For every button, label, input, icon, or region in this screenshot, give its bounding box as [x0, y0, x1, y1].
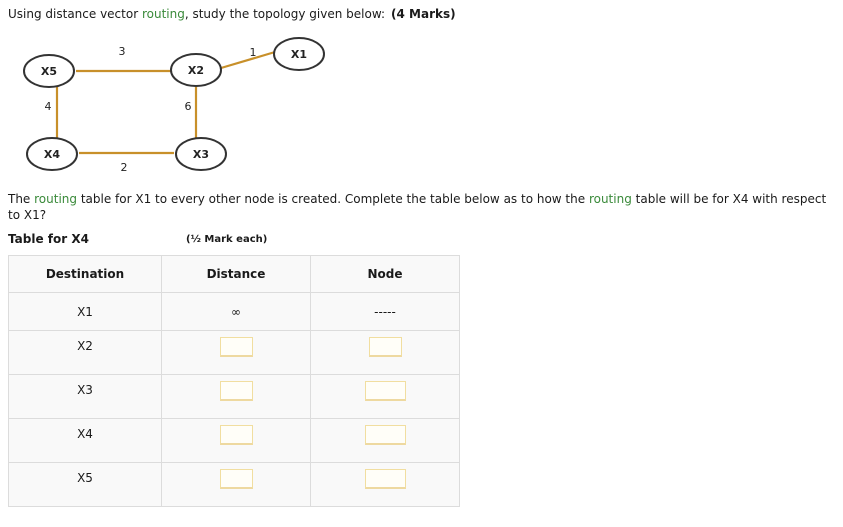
node-input[interactable] — [364, 469, 406, 489]
distance-cell: ∞ — [161, 292, 311, 331]
node-label: X5 — [41, 65, 57, 78]
network-topology-diagram: X5 X2 X1 X4 X3 3 1 4 6 2 — [23, 37, 325, 174]
routing-table: Destination Distance Node X1 ∞ ----- X2 … — [8, 255, 460, 507]
routing-link[interactable]: routing — [34, 192, 78, 206]
header-destination: Destination — [8, 255, 162, 293]
edge-x2-x1 — [220, 50, 276, 70]
node-label: X4 — [44, 148, 60, 161]
node-input[interactable] — [364, 381, 406, 401]
distance-input[interactable] — [219, 425, 253, 445]
distance-input[interactable] — [219, 469, 253, 489]
node-label: X1 — [291, 48, 307, 61]
distance-cell — [161, 462, 311, 507]
table-title: Table for X4 — [8, 232, 89, 246]
node-x3 — [175, 137, 227, 171]
destination-cell: X5 — [8, 462, 162, 507]
node-label: X3 — [193, 148, 209, 161]
node-x2 — [170, 53, 222, 87]
destination-cell: X3 — [8, 374, 162, 419]
node-cell — [310, 418, 460, 463]
destination-cell: X2 — [8, 330, 162, 375]
node-input[interactable] — [368, 337, 402, 357]
destination-cell: X1 — [8, 292, 162, 331]
distance-cell — [161, 374, 311, 419]
distance-input[interactable] — [219, 381, 253, 401]
table-row: X3 — [8, 374, 460, 419]
edge-cost: 2 — [121, 161, 128, 174]
edge-cost: 4 — [45, 100, 52, 113]
destination-cell: X4 — [8, 418, 162, 463]
node-cell — [310, 374, 460, 419]
mark-note: (½ Mark each) — [186, 234, 268, 245]
distance-cell — [161, 330, 311, 375]
edge-cost: 6 — [185, 100, 192, 113]
table-row: X2 — [8, 330, 460, 375]
node-label: X2 — [188, 64, 204, 77]
table-row: X1 ∞ ----- — [8, 292, 460, 331]
question-text: The routing table for X1 to every other … — [8, 191, 836, 223]
header-distance: Distance — [161, 255, 311, 293]
intro-prefix: Using distance vector — [8, 7, 142, 21]
intro-suffix: , study the topology given below: — [184, 7, 386, 21]
distance-input[interactable] — [219, 337, 253, 357]
header-node: Node — [310, 255, 460, 293]
node-input[interactable] — [364, 425, 406, 445]
routing-link[interactable]: routing — [141, 7, 185, 21]
question-part: table will be for X4 with respect to X1? — [8, 192, 827, 222]
edge-cost: 1 — [250, 46, 257, 59]
node-x1 — [273, 37, 325, 71]
node-cell — [310, 462, 460, 507]
question-part: table for X1 to every other node is crea… — [77, 192, 589, 206]
question-part: The — [8, 192, 35, 206]
marks-label: (4 Marks) — [391, 7, 456, 21]
node-x4 — [26, 137, 78, 171]
table-header-row: Destination Distance Node — [8, 255, 460, 293]
intro-text: Using distance vector routing, study the… — [8, 6, 456, 22]
node-cell: ----- — [310, 292, 460, 331]
node-cell — [310, 330, 460, 375]
table-row: X5 — [8, 462, 460, 507]
table-row: X4 — [8, 418, 460, 463]
node-x5 — [23, 54, 75, 88]
edge-cost: 3 — [119, 45, 126, 58]
routing-link[interactable]: routing — [588, 192, 632, 206]
distance-cell — [161, 418, 311, 463]
